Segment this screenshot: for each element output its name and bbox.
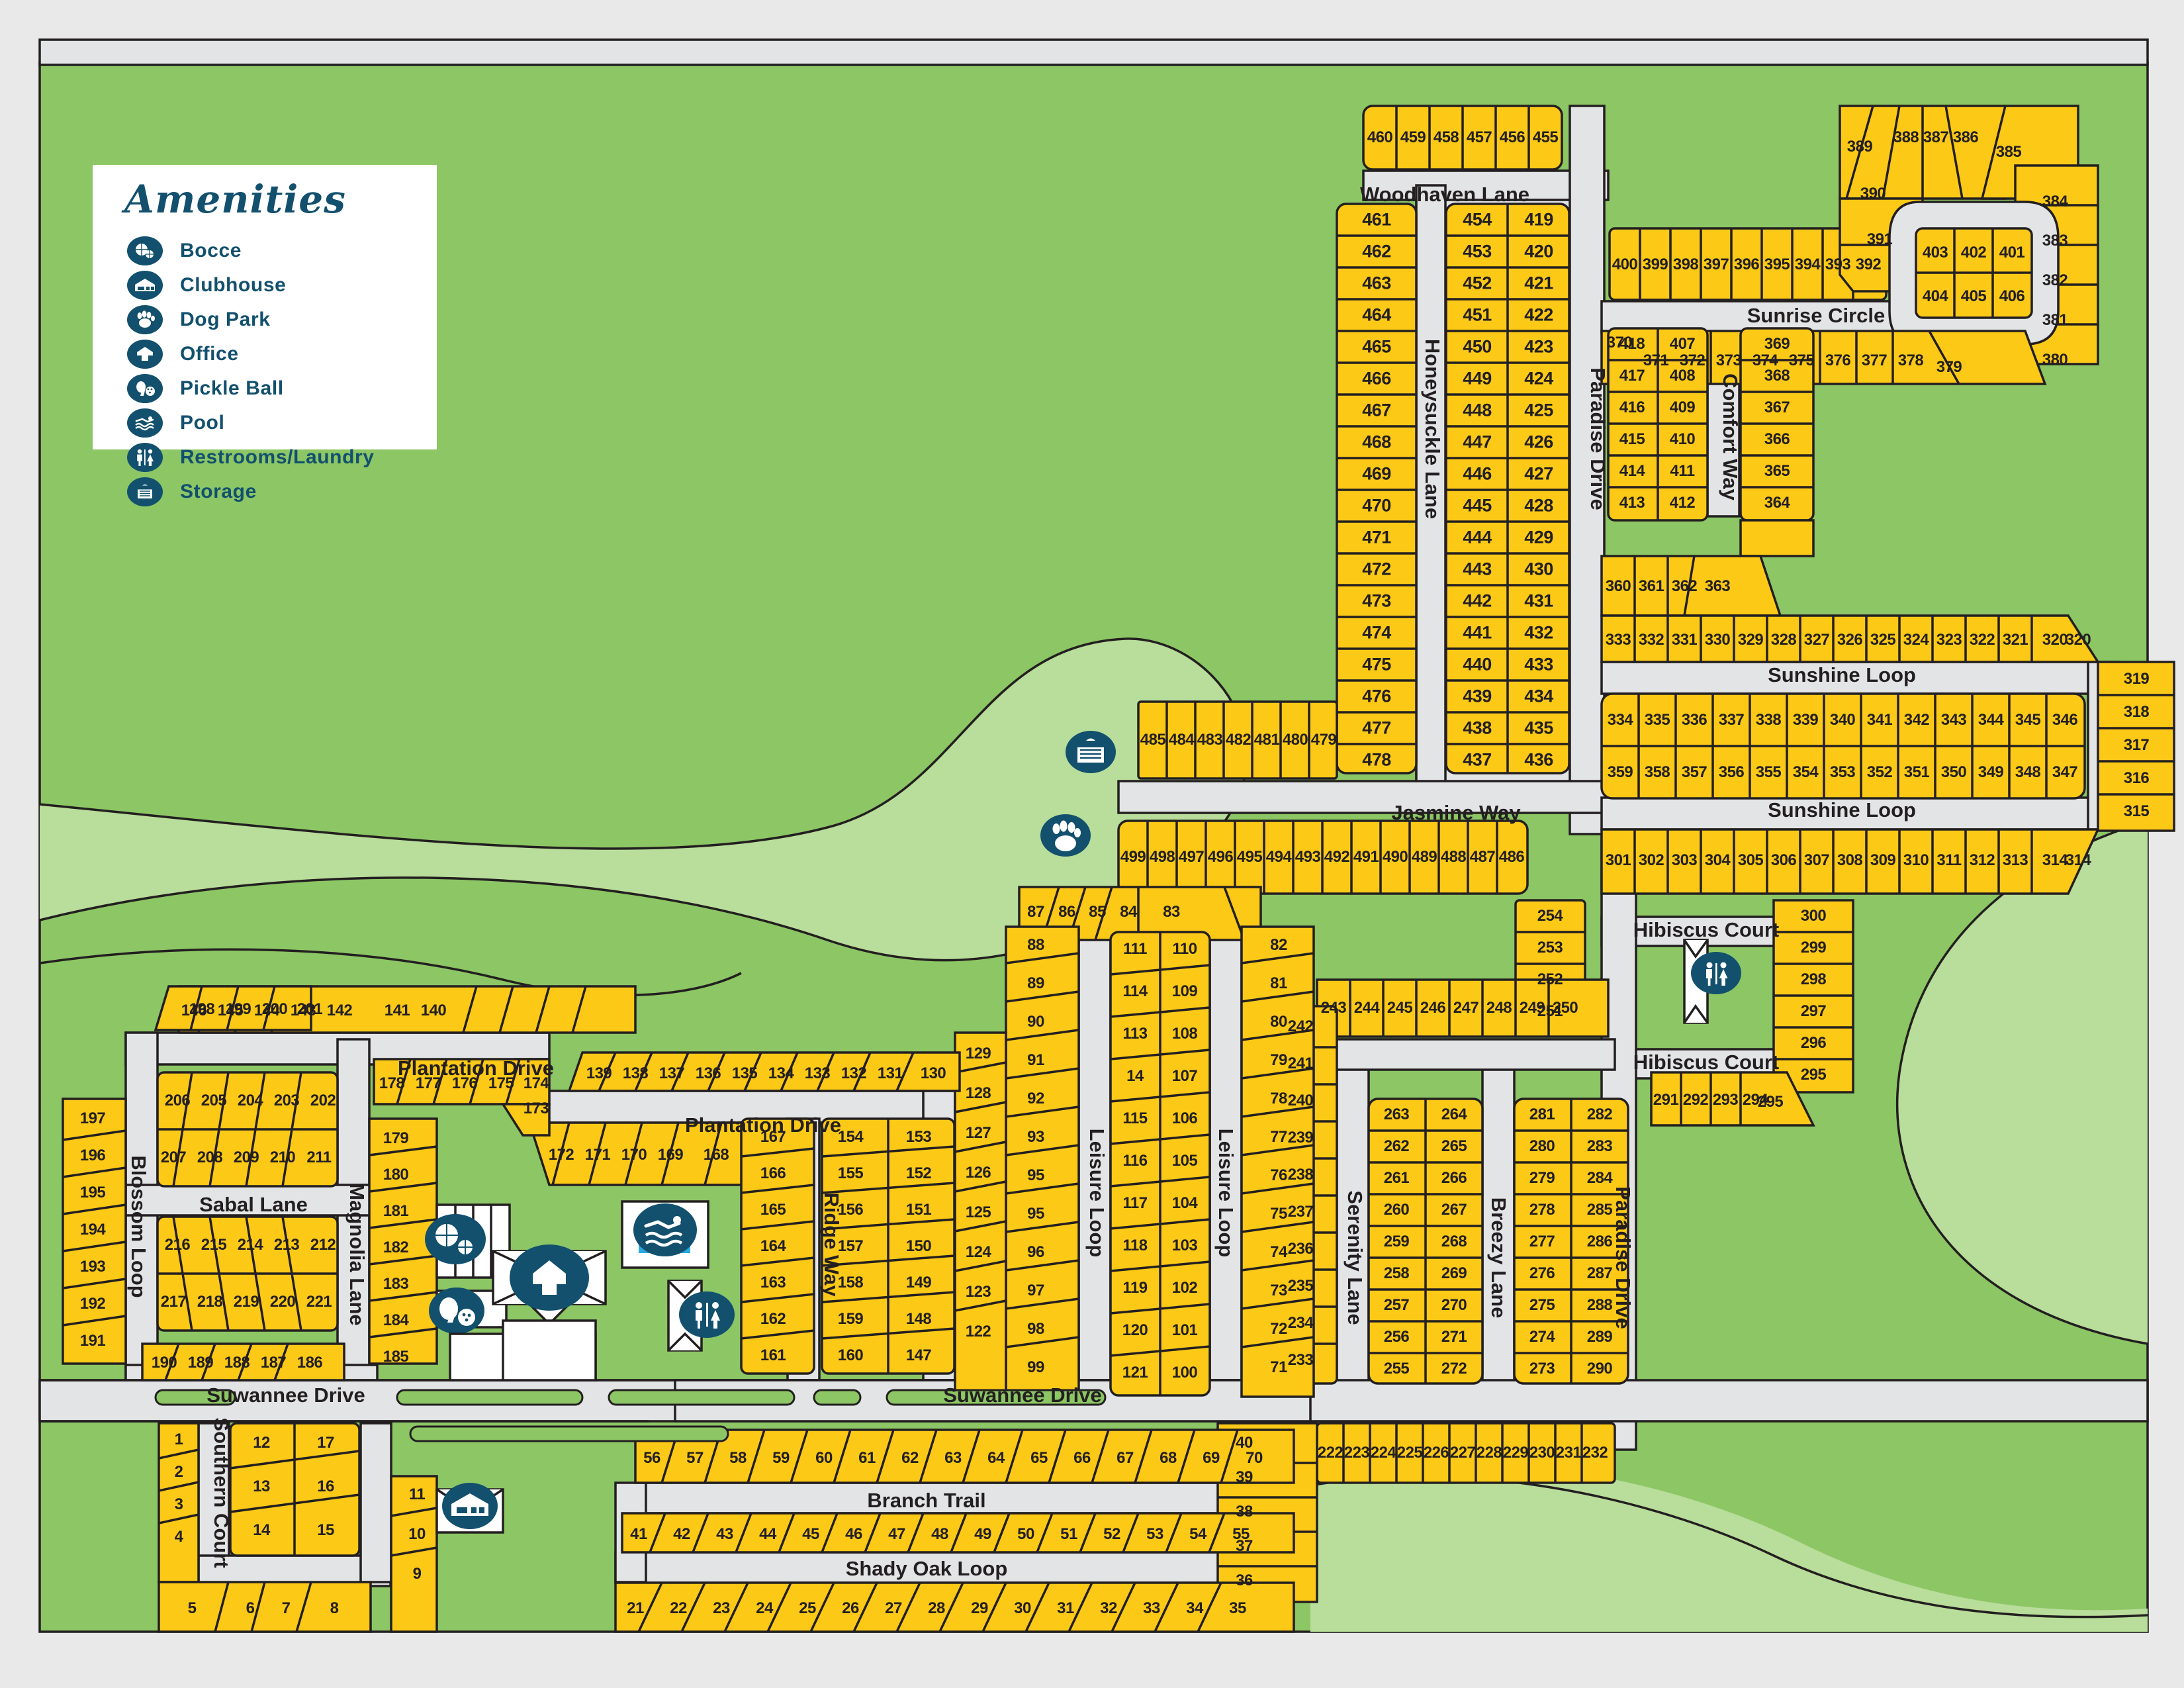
pickle-ball-icon — [127, 374, 163, 403]
legend-label: Restrooms/Laundry — [180, 446, 375, 468]
legend-item-bocce: Bocce — [127, 236, 242, 265]
legend-item-storage: Storage — [127, 477, 257, 506]
clubhouse-icon — [127, 271, 163, 300]
office-icon — [127, 340, 163, 369]
legend-label: Dog Park — [180, 308, 271, 330]
clubhouse-building — [449, 1244, 607, 1382]
storage-icon-on-map — [1066, 731, 1116, 773]
legend-title: Amenities — [124, 177, 346, 222]
storage-icon — [127, 477, 163, 506]
legend-label: Office — [180, 343, 239, 365]
restrooms-building-hibiscus — [1683, 939, 1741, 1024]
legend-label: Pool — [180, 412, 225, 434]
legend-label: Clubhouse — [180, 274, 287, 296]
pool-building — [621, 1200, 709, 1269]
dog-park-icon-on-map — [1040, 814, 1091, 857]
dog-park-icon — [127, 305, 163, 334]
legend-label: Storage — [180, 481, 257, 502]
legend-item-office: Office — [127, 340, 239, 369]
restrooms-building-center — [667, 1280, 735, 1352]
legend-item-pool: Pool — [127, 408, 224, 438]
restrooms-laundry-icon — [127, 443, 163, 472]
legend-item-restrooms-laundry: Restrooms/Laundry — [127, 443, 375, 472]
legend-item-dog-park: Dog Park — [127, 305, 271, 334]
amenities-legend: Amenities Bocce Clubhouse Dog Park Offic… — [93, 165, 437, 506]
bocce-icon — [127, 236, 163, 265]
bocce-court-building — [425, 1203, 511, 1279]
pool-icon — [127, 408, 163, 438]
legend-item-pickle-ball: Pickle Ball — [127, 374, 284, 403]
legend-label: Bocce — [180, 240, 242, 261]
legend-item-clubhouse: Clubhouse — [127, 271, 286, 300]
legend-label: Pickle Ball — [180, 377, 284, 399]
clubhouse-icon-on-map — [435, 1483, 504, 1534]
